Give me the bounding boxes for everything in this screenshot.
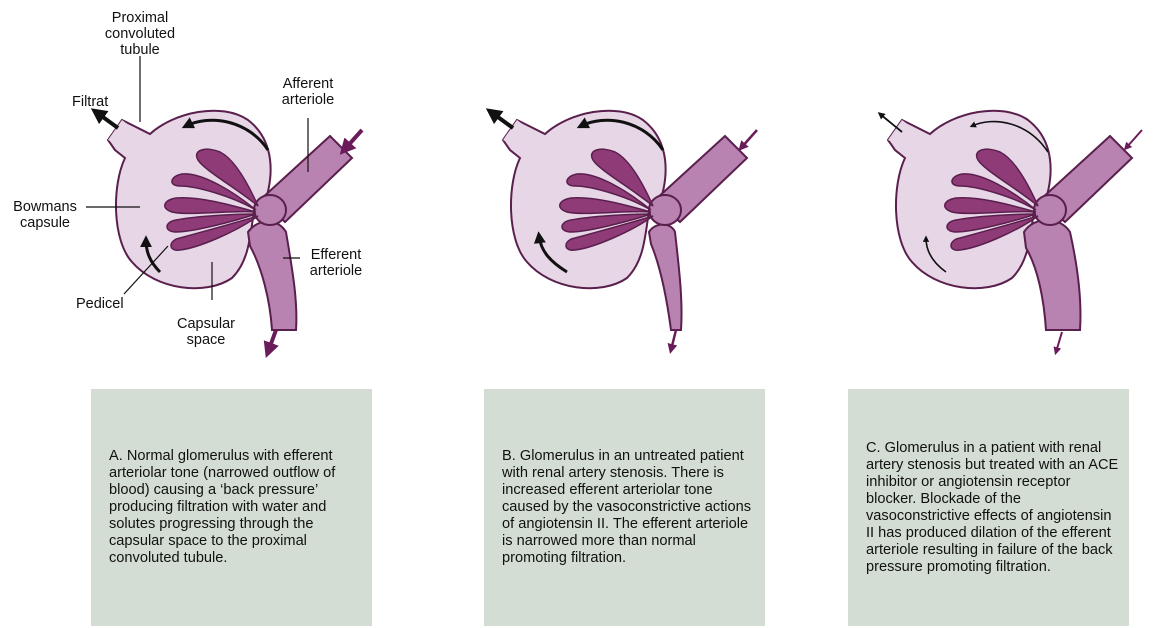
blood-out-arrow (268, 330, 276, 352)
caption-c: C. Glomerulus in a patient with renal ar… (866, 440, 1119, 576)
caption-a: A. Normal glomerulus with efferent arter… (109, 448, 362, 567)
label-afferent-arteriole: Afferent arteriole (268, 76, 348, 108)
caption-b: B. Glomerulus in an untreated patient wi… (502, 448, 755, 567)
label-bowmans-capsule: Bowmans capsule (10, 199, 80, 231)
vascular-pole (254, 195, 286, 225)
label-efferent-arteriole: Efferent arteriole (296, 247, 376, 279)
efferent-arteriole-shape (248, 222, 296, 331)
caption-box-b: B. Glomerulus in an untreated patient wi… (484, 389, 765, 626)
panel-c-glomerulus (880, 111, 1142, 352)
filtrate-arrow (96, 112, 118, 128)
panel-b-glomerulus (491, 111, 757, 350)
label-proximal-tubule: Proximal convoluted tubule (90, 10, 190, 58)
label-pedicel: Pedicel (76, 296, 124, 312)
label-filtrat: Filtrat (72, 94, 108, 110)
caption-box-c: C. Glomerulus in a patient with renal ar… (848, 389, 1129, 626)
caption-box-a: A. Normal glomerulus with efferent arter… (91, 389, 372, 626)
label-capsular-space: Capsular space (166, 316, 246, 348)
blood-in-arrow (344, 130, 362, 150)
